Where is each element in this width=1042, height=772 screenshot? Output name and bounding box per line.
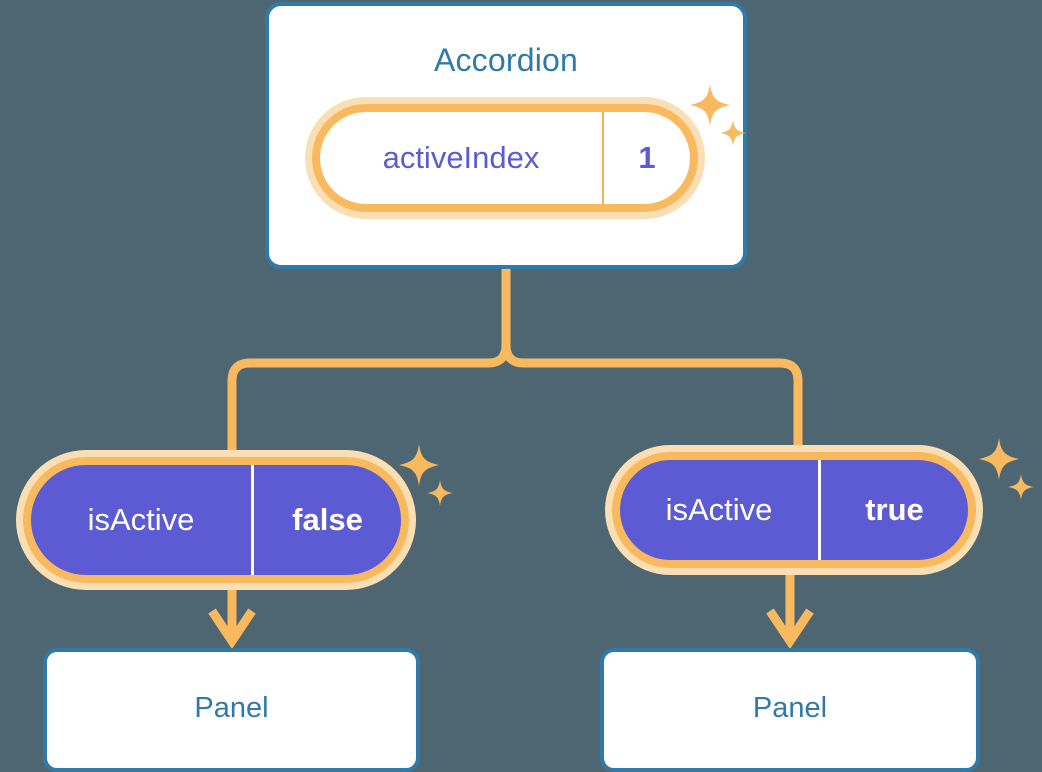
pill-body: isActive false xyxy=(31,465,401,575)
state-pill-is-active-left[interactable]: isActive false xyxy=(16,450,416,590)
state-value: true xyxy=(818,460,968,560)
pill-body: isActive true xyxy=(620,460,968,560)
state-key: isActive xyxy=(87,502,195,537)
edge-accordion-to-left xyxy=(227,265,511,465)
pill-body: activeIndex 1 xyxy=(320,112,690,204)
pill-ring: isActive true xyxy=(612,452,976,568)
panel-label: Panel xyxy=(194,691,269,724)
state-value: false xyxy=(251,465,401,575)
state-key: activeIndex xyxy=(382,140,540,175)
pill-ring: activeIndex 1 xyxy=(312,104,698,212)
panel-node-left[interactable]: Panel xyxy=(43,648,420,772)
arrowhead-right-icon xyxy=(766,608,814,650)
state-value: 1 xyxy=(602,112,690,204)
arrowhead-left-icon xyxy=(208,608,256,650)
page-title: Accordion xyxy=(433,42,579,78)
panel-node-right[interactable]: Panel xyxy=(600,648,980,772)
edge-accordion-to-right xyxy=(501,265,803,460)
panel-label: Panel xyxy=(752,691,828,724)
state-pill-active-index[interactable]: activeIndex 1 xyxy=(305,97,705,219)
pill-ring: isActive false xyxy=(23,457,409,583)
state-key: isActive xyxy=(665,492,773,527)
state-pill-is-active-right[interactable]: isActive true xyxy=(605,445,983,575)
